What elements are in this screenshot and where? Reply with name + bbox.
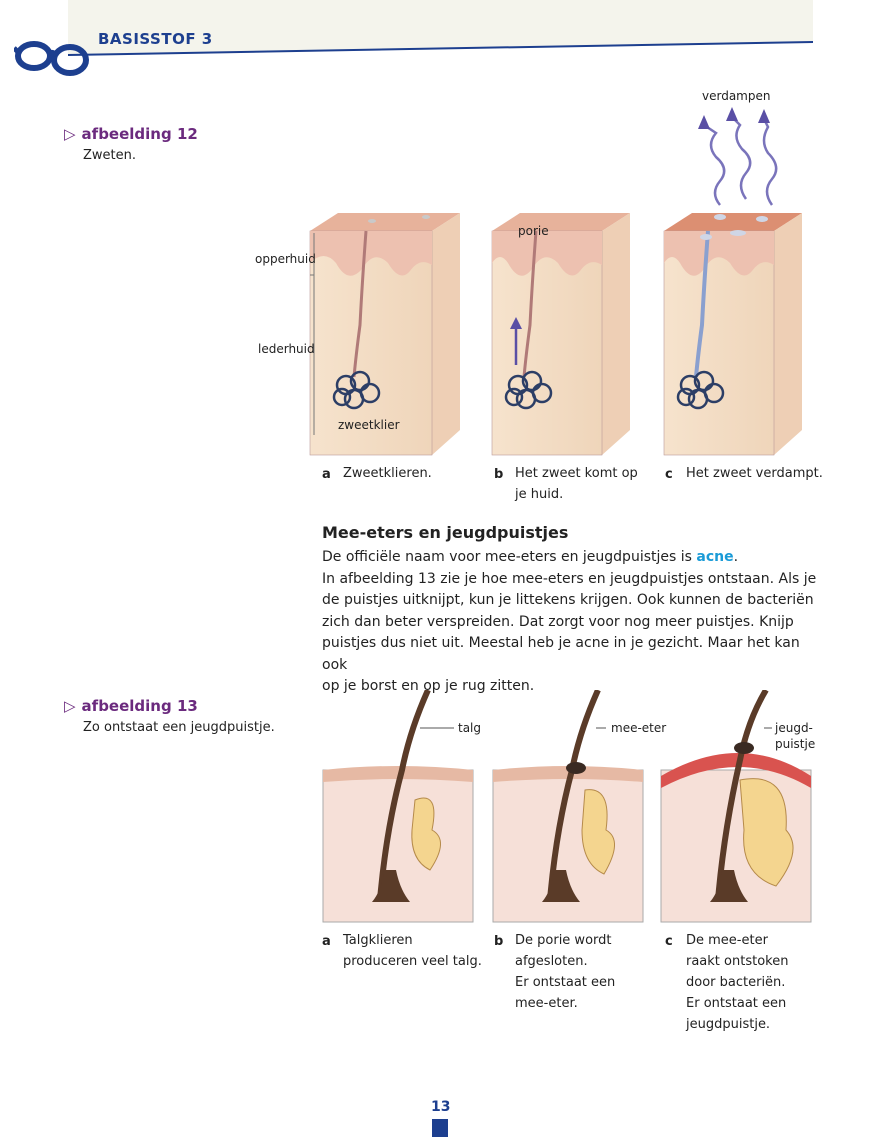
hair-panel-a: [322, 690, 474, 923]
dermis-label: lederhuid: [258, 342, 315, 356]
acne-illustration: [322, 690, 812, 923]
fig12-subcaption-a: a Zweetklieren.: [322, 466, 432, 482]
intro-line: De officiële naam voor mee-eters en jeug…: [322, 549, 739, 565]
triangle-icon: ▷: [64, 697, 76, 715]
body-line: puistjes dus niet uit. Meestal heb je ac…: [322, 635, 800, 673]
section-body: De officiële naam voor mee-eters en jeug…: [322, 547, 820, 698]
glasses-icon: [14, 41, 89, 76]
figure-13-label: ▷afbeelding 13: [64, 697, 198, 715]
pimple-label-line1: jeugd-: [775, 721, 813, 735]
skin-block-b: [491, 213, 630, 456]
evaporate-label: verdampen: [702, 89, 771, 103]
body-line: de puistjes uitknijpt, kun je littekens …: [322, 592, 814, 608]
blackhead-label: mee-eter: [611, 721, 667, 735]
skin-block-a: [309, 213, 460, 456]
page-number: 13: [431, 1099, 451, 1115]
figure-13-caption: Zo ontstaat een jeugdpuistje.: [83, 720, 275, 735]
pore-label: porie: [518, 224, 549, 238]
pimple-label-line2: puistje: [775, 737, 816, 751]
gland-label: zweetklier: [338, 418, 400, 432]
body-line: In afbeelding 13 zie je hoe mee-eters en…: [322, 570, 817, 587]
skin-block-c: [663, 107, 802, 456]
sebum-label: talg: [458, 721, 482, 735]
hair-panel-c: [660, 690, 812, 923]
fig13-subcaption-b: b De porie wordt afgesloten. Er ontstaat…: [494, 933, 616, 1011]
hair-panel-b: [492, 690, 644, 923]
section-title: Mee-eters en jeugdpuistjes: [322, 523, 569, 542]
page-marker: [432, 1119, 448, 1137]
fig12-subcaption-b: b Het zweet komt op je huid.: [494, 466, 638, 502]
figure-12-label: ▷afbeelding 12: [64, 125, 198, 143]
fig13-subcaption-c: c De mee-eter raakt ontstoken door bacte…: [665, 933, 789, 1032]
acne-term: acne: [696, 549, 734, 565]
triangle-icon: ▷: [64, 125, 76, 143]
sweat-illustration: [309, 107, 802, 456]
figure-12-caption: Zweten.: [83, 148, 137, 163]
body-line: zich dan beter verspreiden. Dat zorgt vo…: [322, 613, 794, 630]
body-line: op je borst en op je rug zitten.: [322, 678, 535, 694]
fig12-subcaption-c: c Het zweet verdampt.: [665, 466, 823, 482]
fig13-subcaption-a: a Talgklieren produceren veel talg.: [322, 933, 482, 969]
chapter-title: BASISSTOF 3: [98, 30, 213, 48]
epidermis-label: opperhuid: [255, 252, 316, 266]
